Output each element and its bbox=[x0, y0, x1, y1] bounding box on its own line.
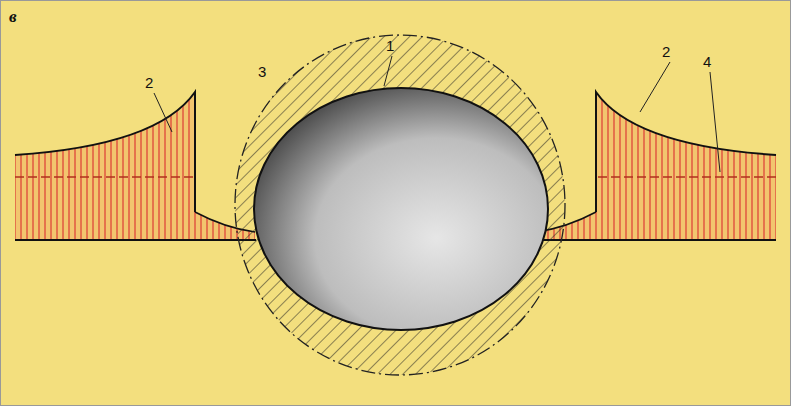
figure-letter: в bbox=[9, 8, 17, 25]
callout-number: 1 bbox=[386, 38, 394, 53]
callout-number: 3 bbox=[258, 64, 266, 79]
callout-number: 2 bbox=[145, 75, 153, 90]
callout-number: 2 bbox=[662, 44, 670, 59]
callout-number: 4 bbox=[703, 54, 711, 69]
